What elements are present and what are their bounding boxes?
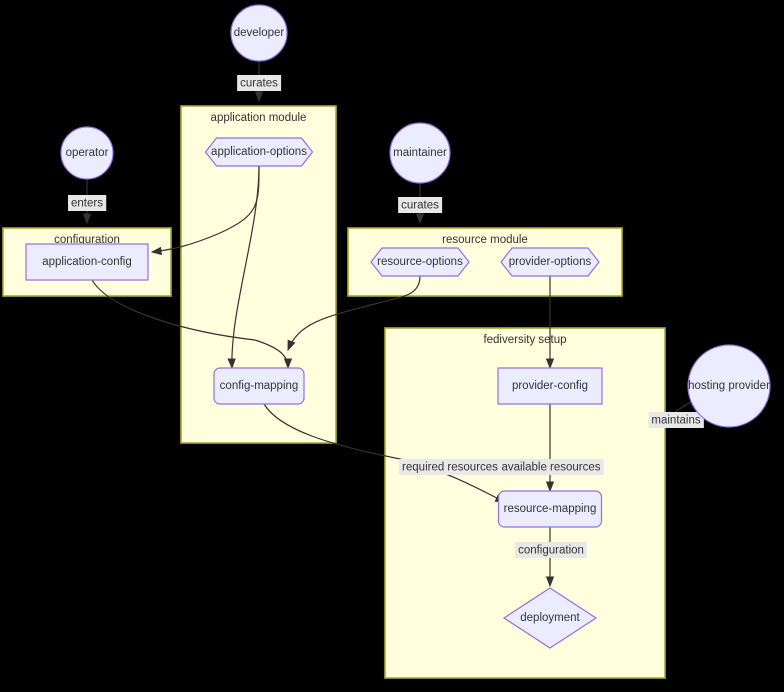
- node-label-operator: operator: [66, 147, 109, 159]
- edge-label-bg-label-curates-maintainer: [398, 197, 443, 213]
- node-label-provider-config: provider-config: [512, 380, 588, 392]
- node-shape-resource-options[interactable]: [370, 247, 470, 277]
- edge-label-label-curates-maintainer: curates: [398, 197, 443, 213]
- edge-label-bg-label-required-resources: [399, 459, 502, 475]
- edge-label-text-label-curates-developer: curates: [240, 78, 278, 90]
- node-shape-developer[interactable]: [230, 4, 288, 62]
- node-shape-operator[interactable]: [60, 126, 114, 180]
- edge-label-label-configuration-edge: configuration: [515, 542, 587, 558]
- node-operator[interactable]: operator: [60, 126, 114, 180]
- node-label-hosting-provider: hosting provider: [688, 380, 770, 392]
- node-hosting-provider[interactable]: hosting provider: [687, 344, 771, 428]
- edge-label-text-label-curates-maintainer: curates: [401, 200, 439, 212]
- edge-label-text-label-enters: enters: [71, 198, 103, 210]
- edge-label-label-curates-developer: curates: [237, 75, 282, 91]
- node-label-application-options: application-options: [211, 146, 307, 158]
- edge-application-config-to-config-mapping: [91, 279, 293, 370]
- edge-resource-options-to-config-mapping: [287, 275, 421, 352]
- edge-application-options-to-config-mapping: [227, 165, 260, 370]
- edge-label-text-label-required-resources: required resources: [402, 462, 498, 474]
- node-provider-options[interactable]: provider-options: [500, 247, 600, 277]
- edge-label-bg-label-configuration-edge: [515, 542, 587, 558]
- edge-label-text-label-maintains: maintains: [651, 415, 700, 427]
- cluster-title-resource-module: resource module: [442, 234, 528, 246]
- node-shape-provider-options[interactable]: [500, 247, 600, 277]
- edge-config-mapping-to-resource-mapping: [263, 403, 507, 503]
- node-shape-hosting-provider[interactable]: [687, 344, 771, 428]
- node-resource-mapping[interactable]: resource-mapping: [497, 490, 603, 528]
- node-shape-config-mapping[interactable]: [213, 367, 305, 405]
- edge-label-text-label-available-resources: available resources: [501, 462, 600, 474]
- node-shape-maintainer[interactable]: [389, 122, 451, 184]
- node-label-developer: developer: [234, 27, 285, 39]
- edge-label-label-available-resources: available resources: [498, 459, 604, 475]
- node-provider-config[interactable]: provider-config: [497, 367, 603, 405]
- nodes-group: developer operator maintainer hosting provi…: [25, 4, 771, 649]
- cluster-title-application-module: application module: [211, 112, 307, 124]
- node-shape-resource-mapping[interactable]: [497, 490, 603, 528]
- node-maintainer[interactable]: maintainer: [389, 122, 451, 184]
- edge-label-label-required-resources: required resources: [399, 459, 502, 475]
- node-application-config[interactable]: application-config: [25, 243, 149, 281]
- edge-label-bg-label-curates-developer: [237, 75, 282, 91]
- cluster-title-fediversity-setup: fediversity setup: [483, 334, 566, 346]
- node-application-options[interactable]: application-options: [204, 137, 314, 167]
- edge-label-bg-label-maintains: [648, 412, 704, 428]
- node-shape-application-config[interactable]: [25, 243, 149, 281]
- node-shape-provider-config[interactable]: [497, 367, 603, 405]
- node-deployment[interactable]: deployment: [502, 587, 598, 649]
- node-label-deployment: deployment: [520, 612, 580, 624]
- node-label-maintainer: maintainer: [393, 147, 447, 159]
- node-label-provider-options: provider-options: [509, 256, 592, 268]
- edge-label-label-maintains: maintains: [648, 412, 704, 428]
- node-config-mapping[interactable]: config-mapping: [213, 367, 305, 405]
- node-label-resource-options: resource-options: [377, 256, 463, 268]
- edge-label-bg-label-enters: [68, 195, 107, 211]
- node-shape-application-options[interactable]: [204, 137, 314, 167]
- node-label-config-mapping: config-mapping: [220, 380, 299, 392]
- cluster-title-configuration: configuration: [54, 234, 120, 246]
- node-label-application-config: application-config: [42, 256, 132, 268]
- edge-label-bg-label-available-resources: [498, 459, 604, 475]
- edge-label-text-label-configuration-edge: configuration: [518, 545, 584, 557]
- node-resource-options[interactable]: resource-options: [370, 247, 470, 277]
- node-shape-deployment[interactable]: [502, 587, 598, 649]
- node-label-resource-mapping: resource-mapping: [504, 503, 597, 515]
- edge-label-label-enters: enters: [68, 195, 107, 211]
- node-developer[interactable]: developer: [230, 4, 288, 62]
